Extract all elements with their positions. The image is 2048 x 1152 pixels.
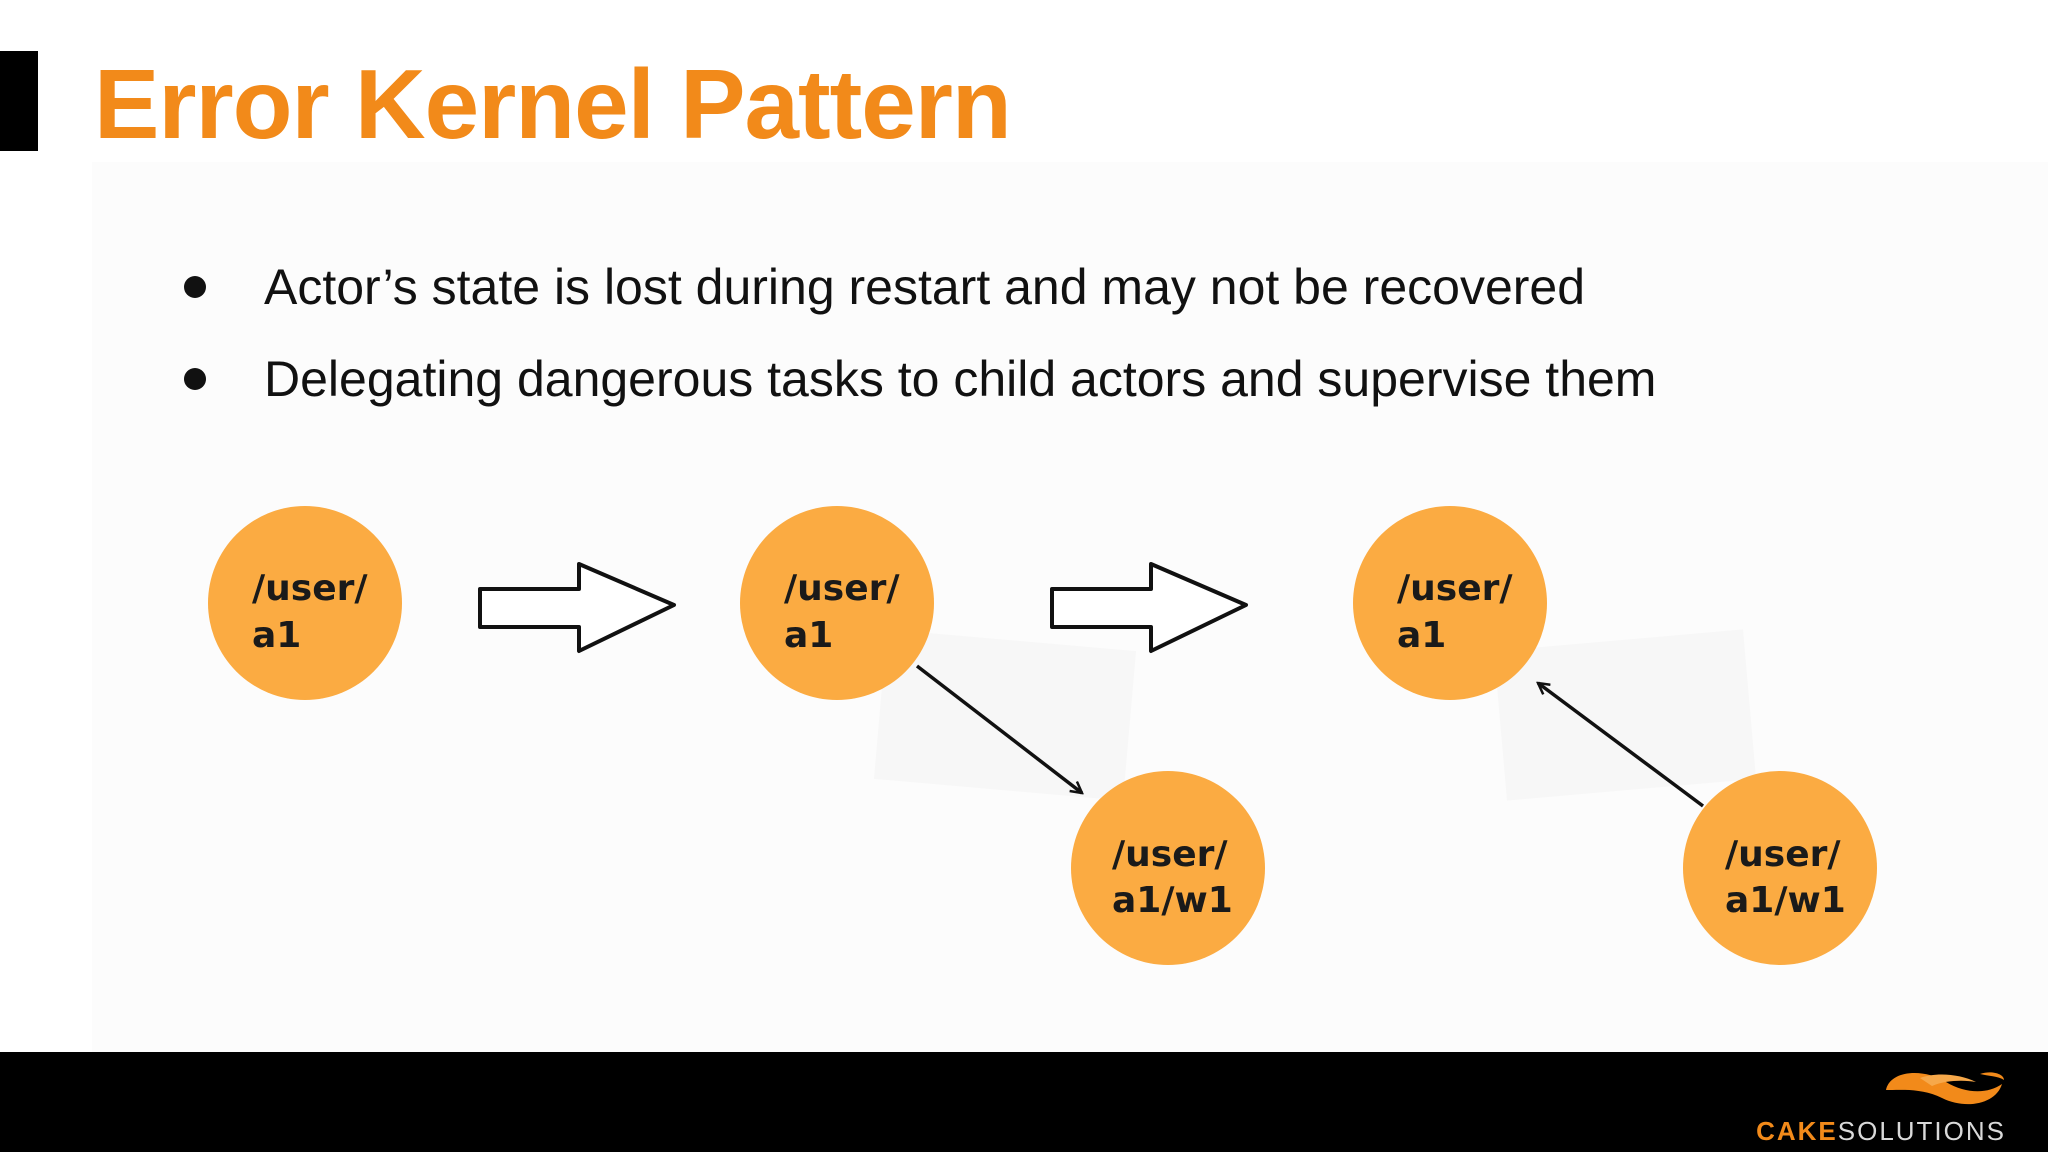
bullet-text: Delegating dangerous tasks to child acto… [264, 351, 1657, 407]
right-arrow-icon [1050, 562, 1248, 653]
actor-hierarchy-diagram: /user/ a1 /user/ a1 /user/ a1/w1 /user/ … [208, 506, 1877, 965]
cake-solutions-logo-icon [1886, 1072, 2004, 1105]
bullet-text: Actor’s state is lost during restart and… [264, 259, 1586, 315]
bullet-item: Actor’s state is lost during restart and… [180, 252, 1656, 344]
title-accent-bar [0, 51, 38, 151]
bullet-item: Delegating dangerous tasks to child acto… [180, 344, 1656, 436]
actor-node-label: /user/ [784, 568, 900, 609]
supervision-arrow [1538, 683, 1705, 808]
stage-2: /user/ a1 /user/ a1/w1 [740, 506, 1265, 965]
actor-node-label: a1/w1 [1725, 880, 1846, 921]
actor-node-label: a1 [252, 615, 301, 656]
actor-node-label: /user/ [1112, 834, 1228, 875]
actor-node-a1-w1 [1683, 771, 1877, 965]
actor-node-label: /user/ [252, 568, 368, 609]
footer-bar: CAKESOLUTIONS [0, 1052, 2048, 1152]
bullet-list: Actor’s state is lost during restart and… [180, 252, 1656, 436]
actor-node-label: /user/ [1397, 568, 1513, 609]
right-arrow-icon [478, 562, 676, 653]
slide-title: Error Kernel Pattern [94, 49, 1012, 159]
actor-node-a1 [740, 506, 934, 700]
actor-node-a1 [208, 506, 402, 700]
stage-3: /user/ a1 /user/ a1/w1 [1353, 506, 1877, 965]
brand-wordmark: CAKESOLUTIONS [1756, 1116, 2006, 1146]
stage-1: /user/ a1 [208, 506, 402, 700]
actor-node-a1 [1353, 506, 1547, 700]
supervision-arrow [915, 664, 1082, 793]
actor-node-a1-w1 [1071, 771, 1265, 965]
actor-node-label: /user/ [1725, 834, 1841, 875]
actor-node-label: a1 [1397, 615, 1446, 656]
bullet-dot-icon [184, 276, 206, 298]
actor-node-label: a1/w1 [1112, 880, 1233, 921]
actor-node-label: a1 [784, 615, 833, 656]
bullet-dot-icon [184, 368, 206, 390]
